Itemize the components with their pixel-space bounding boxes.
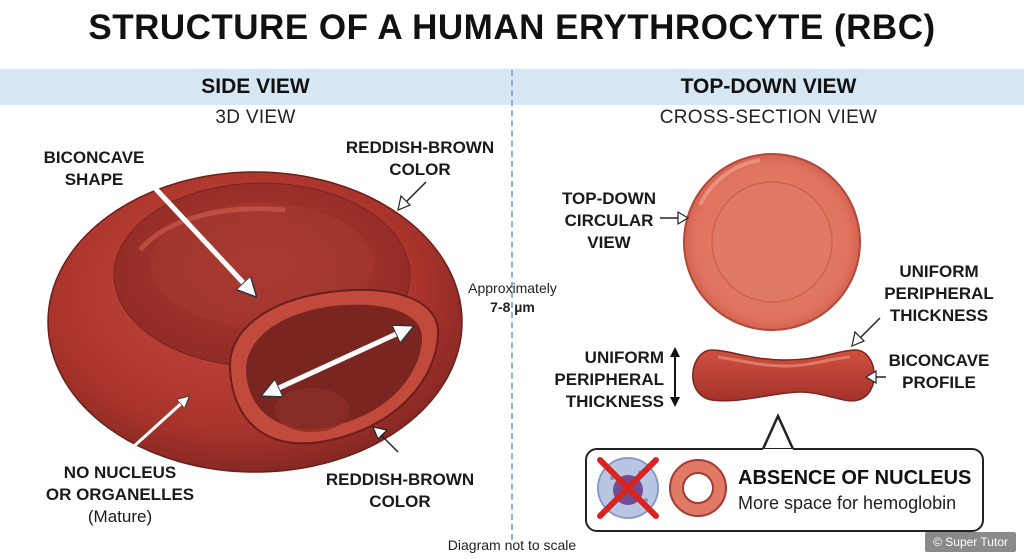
label-biconcave-profile: BICONCAVE PROFILE: [888, 351, 990, 392]
label-top-down-circular-view: TOP-DOWN CIRCULAR VIEW: [561, 189, 657, 252]
callout-subtitle: More space for hemoglobin: [738, 493, 957, 513]
label-biconcave-shape: BICONCAVE SHAPE: [43, 148, 145, 189]
label-uniform-peripheral-thickness-left: UNIFORM PERIPHERAL THICKNESS: [554, 348, 664, 411]
rbc-3d-cell: [47, 170, 463, 473]
label-reddish-brown-bottom: REDDISH-BROWN COLOR: [325, 470, 475, 511]
label-reddish-brown-top: REDDISH-BROWN COLOR: [345, 138, 495, 179]
credit-badge: © Super Tutor: [925, 532, 1016, 552]
side-view-header: SIDE VIEW: [201, 75, 310, 98]
label-no-nucleus: NO NUCLEUS OR ORGANELLES (Mature): [45, 463, 195, 526]
panel-divider: [511, 70, 513, 540]
label-uniform-peripheral-thickness-top: UNIFORM PERIPHERAL THICKNESS: [884, 262, 994, 325]
diagram-title: STRUCTURE OF A HUMAN ERYTHROCYTE (RBC): [88, 8, 936, 47]
callout-title: ABSENCE OF NUCLEUS: [738, 467, 972, 489]
size-note: Approximately 7-8 µm: [468, 280, 557, 315]
cross-mark-icon: [597, 457, 659, 519]
top-down-view-header: TOP-DOWN VIEW: [680, 75, 857, 98]
rbc-ring-icon: [669, 459, 727, 517]
rbc-cross-section: [692, 349, 875, 402]
3d-view-subheader: 3D VIEW: [215, 107, 296, 128]
footer-note: Diagram not to scale: [447, 537, 577, 553]
rbc-top-down-cell: [683, 153, 861, 331]
cross-section-subheader: CROSS-SECTION VIEW: [659, 107, 878, 128]
